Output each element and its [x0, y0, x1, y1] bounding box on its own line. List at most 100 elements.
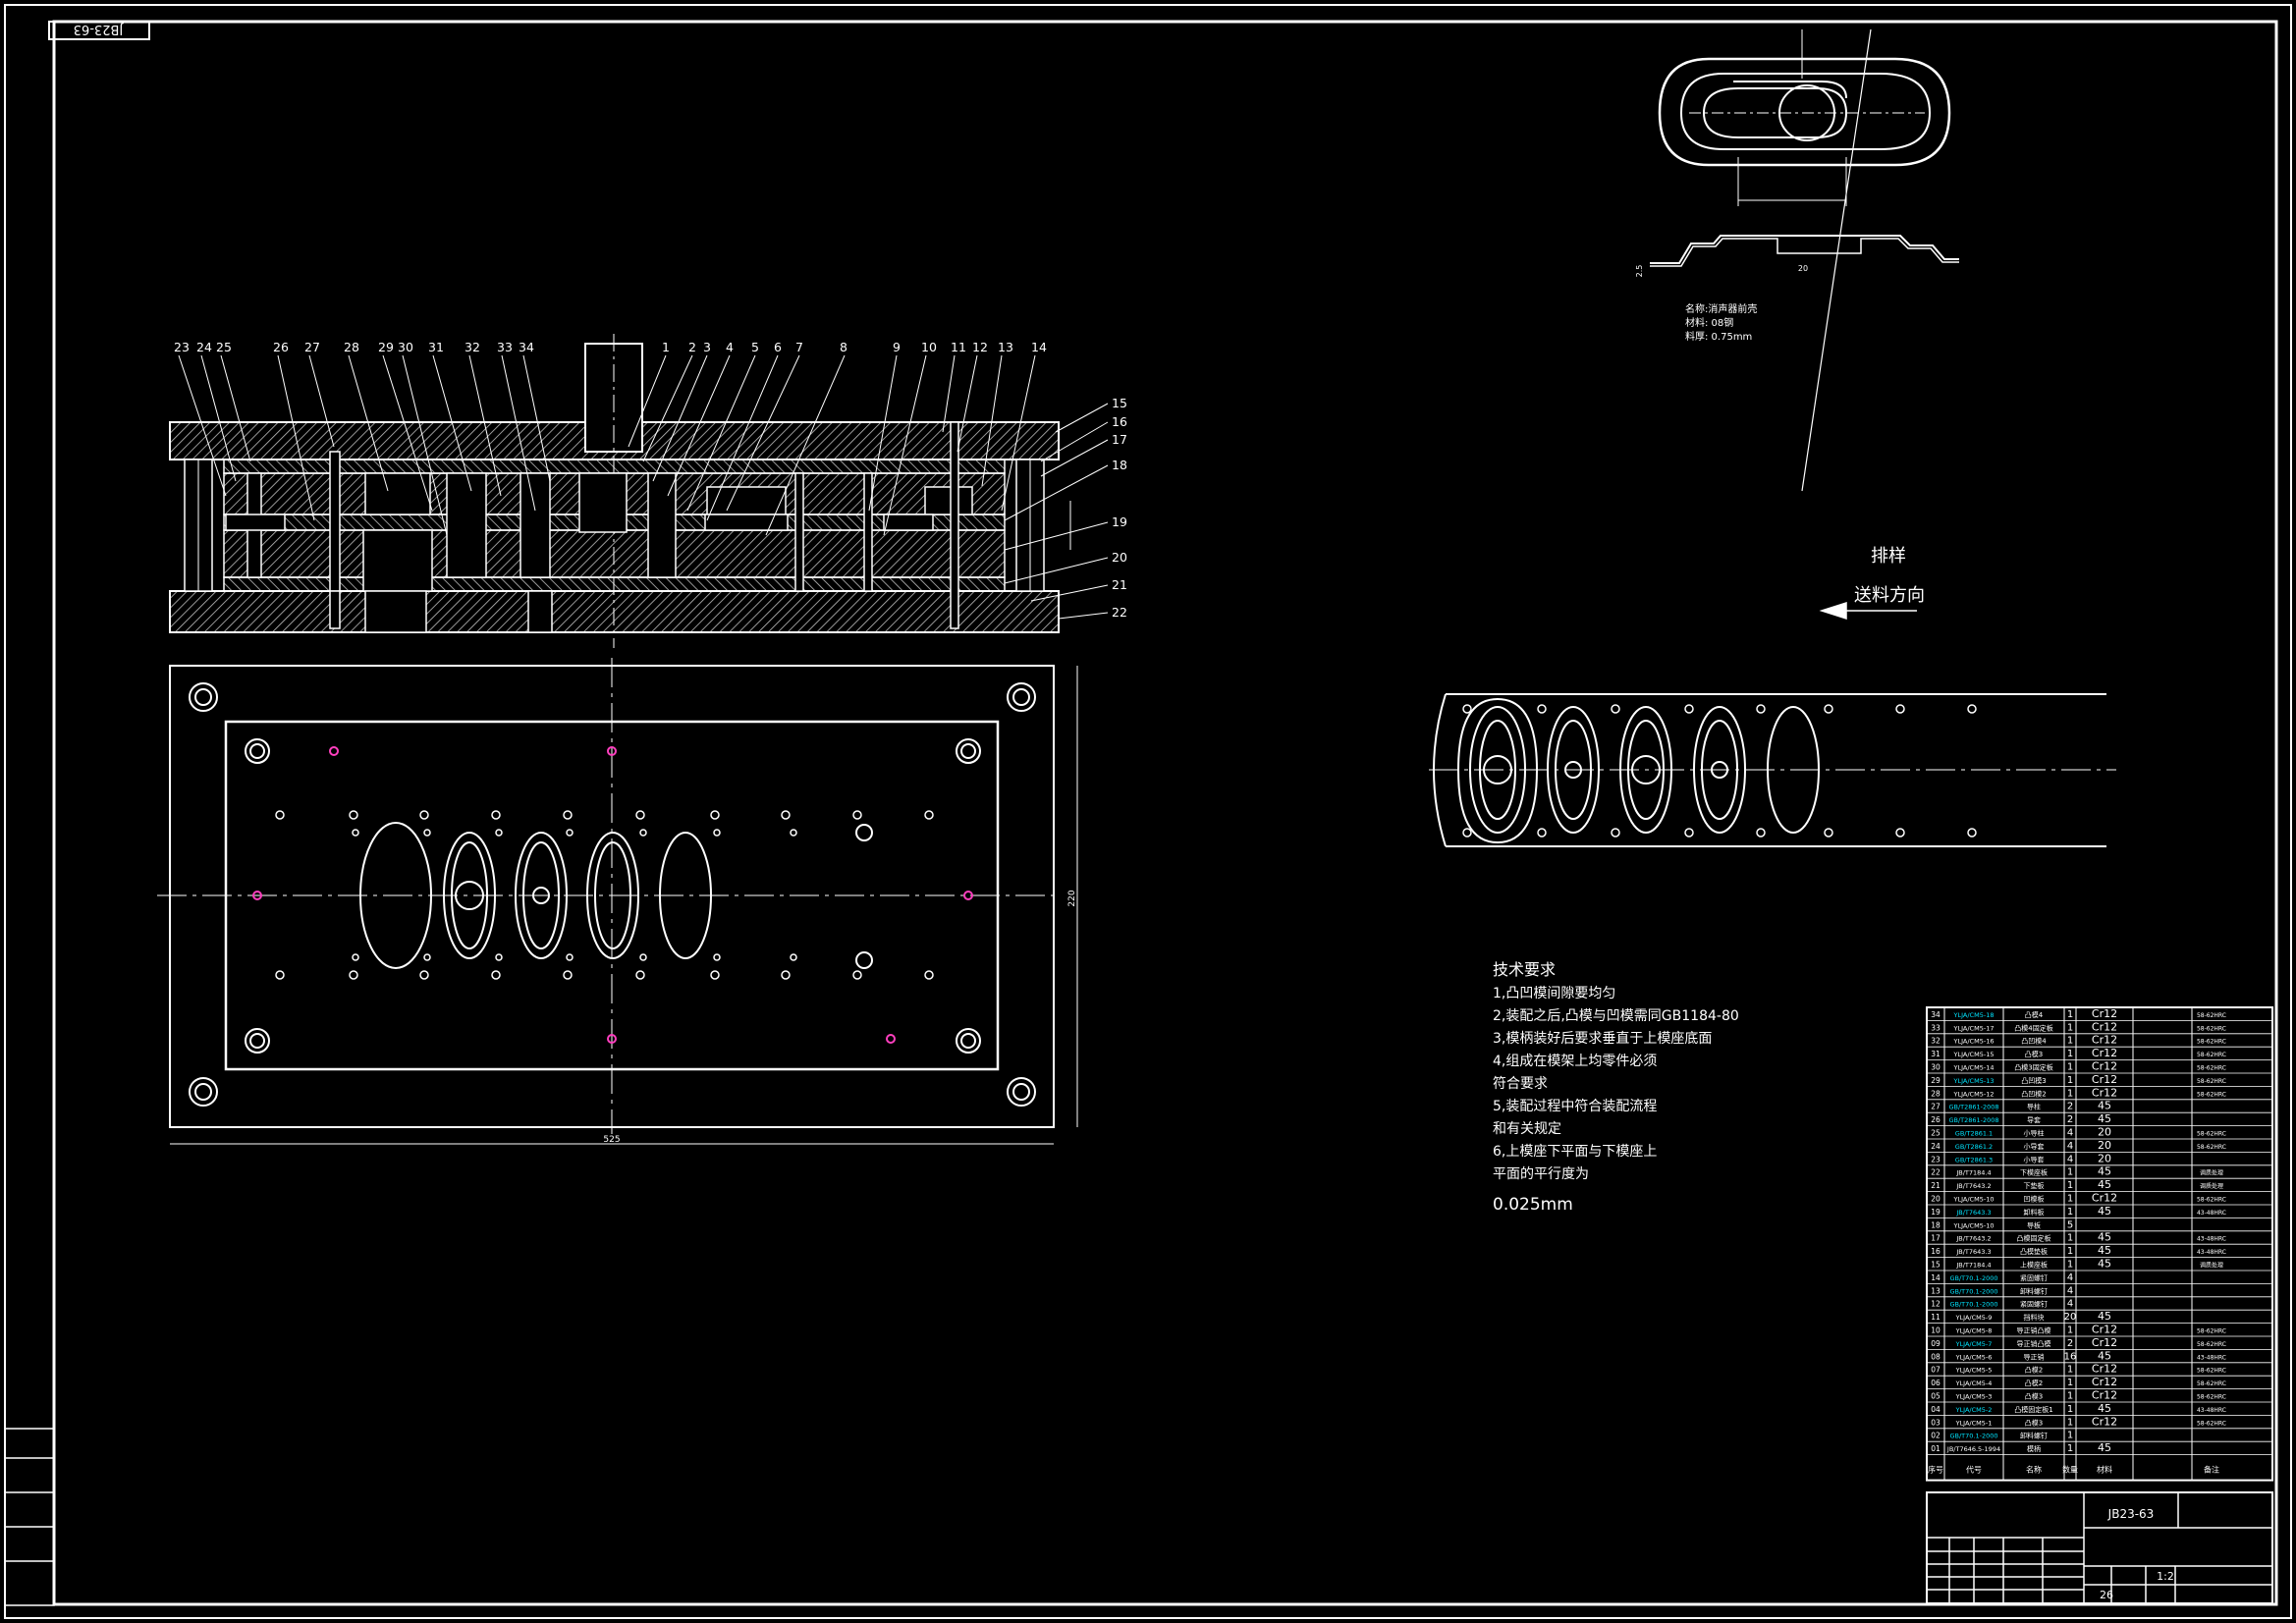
bom-no: 25 — [1931, 1129, 1941, 1138]
bom-no: 26 — [1931, 1115, 1941, 1124]
bom-name: 凸模垫板 — [2020, 1247, 2048, 1256]
balloon: 7 — [795, 340, 803, 354]
bom-note: 58-62HRC — [2197, 1012, 2226, 1019]
bom-code: YLJA/CM5-7 — [1955, 1340, 1993, 1348]
bom-code: GB/T70.1-2000 — [1949, 1433, 1997, 1440]
bom-qty: 1 — [2067, 1194, 2073, 1205]
bom-no: 22 — [1931, 1168, 1941, 1177]
balloon: 27 — [304, 340, 320, 354]
left-strip — [4, 1428, 55, 1606]
bom-material: Cr12 — [2092, 1376, 2117, 1388]
bom-material: 45 — [2098, 1310, 2111, 1323]
bom-code: YLJA/CM5-15 — [1953, 1051, 1995, 1058]
leader-lines-right — [1004, 403, 1109, 620]
bom-no: 19 — [1931, 1208, 1941, 1217]
bom-note: 43-48HRC — [2197, 1236, 2226, 1243]
balloon: 12 — [972, 340, 988, 354]
bom-name: 下垫板 — [2024, 1181, 2045, 1190]
bom-code: YLJA/CM5-18 — [1953, 1011, 1995, 1019]
drawing-scale: 1:2 — [2157, 1570, 2174, 1583]
bom-no: 15 — [1931, 1261, 1941, 1270]
bom-material: Cr12 — [2092, 1389, 2117, 1402]
bom-material: 45 — [2098, 1178, 2111, 1191]
bom-qty: 16 — [2064, 1351, 2077, 1362]
bom-code: JB/T7643.2 — [1955, 1235, 1991, 1243]
bom-note: 58-62HRC — [2197, 1091, 2226, 1098]
bom-qty: 1 — [2067, 1431, 2073, 1441]
tech-line: 4,组成在模架上均零件必须 — [1493, 1054, 1657, 1069]
feed-direction: 送料方向 — [1854, 585, 1925, 606]
sheet-count: 26 — [2100, 1589, 2113, 1601]
bom-material: Cr12 — [2092, 1020, 2117, 1033]
bom-name: 凸模4 — [2025, 1010, 2044, 1019]
bom-qty: 1 — [2067, 1365, 2073, 1376]
balloon: 19 — [1112, 514, 1127, 529]
bom-code: YLJA/CM5-1 — [1955, 1419, 1993, 1427]
assembly-section — [169, 334, 1060, 648]
outer-border — [4, 4, 2292, 1619]
inner-border — [52, 20, 2278, 1606]
bom-code: YLJA/CM5-17 — [1953, 1024, 1995, 1032]
part-thickness: 料厚: 0.75mm — [1685, 330, 1752, 343]
part-info: 名称:消声器前壳 材料: 08钢 料厚: 0.75mm — [1685, 302, 1757, 343]
bom-no: 31 — [1931, 1050, 1941, 1058]
bom-code: YLJA/CM5-5 — [1955, 1367, 1993, 1375]
bom-code: GB/T2861.1 — [1955, 1130, 1993, 1138]
bom-code: YLJA/CM5-10 — [1953, 1196, 1995, 1204]
balloon: 13 — [998, 340, 1013, 354]
plan-width-dim: 525 — [603, 1135, 620, 1145]
bom-no: 21 — [1931, 1181, 1941, 1190]
bom-qty: 2 — [2067, 1114, 2073, 1125]
balloon: 32 — [465, 340, 480, 354]
bom-material: 45 — [2098, 1258, 2111, 1271]
balloon: 9 — [893, 340, 901, 354]
tech-line: 3,模柄装好后要求垂直于上模座底面 — [1493, 1030, 1712, 1047]
balloon: 29 — [378, 340, 394, 354]
bom-code: YLJA/CM5-9 — [1955, 1314, 1993, 1322]
tech-line: 平面的平行度为 — [1493, 1166, 1589, 1182]
balloon: 2 — [688, 340, 696, 354]
bom-note: 58-62HRC — [2197, 1025, 2226, 1032]
bom-material: Cr12 — [2092, 1073, 2117, 1086]
bom-name: 导正销凸模 — [2017, 1339, 2051, 1348]
bom-name: 凸模3 — [2025, 1418, 2043, 1427]
balloon: 21 — [1112, 577, 1127, 592]
bom-material: 45 — [2098, 1231, 2111, 1244]
bom-material: Cr12 — [2092, 1192, 2117, 1205]
bom-code: JB/T7643.3 — [1955, 1209, 1991, 1217]
bom-no: 03 — [1931, 1418, 1941, 1427]
bom-note: 43-48HRC — [2197, 1249, 2226, 1256]
bom-name: 凸模4固定板 — [2014, 1023, 2052, 1032]
bom-name: 卸料螺钉 — [2020, 1432, 2048, 1440]
bom-no: 27 — [1931, 1103, 1941, 1111]
bom-note: 58-62HRC — [2197, 1380, 2226, 1387]
bom-no: 01 — [1931, 1444, 1941, 1453]
bom-material: Cr12 — [2092, 1336, 2117, 1349]
bom-material: 45 — [2098, 1244, 2111, 1257]
tech-line: 符合要求 — [1493, 1076, 1548, 1092]
tech-line: 5,装配过程中符合装配流程 — [1493, 1099, 1657, 1114]
bom-name: 导板 — [2027, 1220, 2041, 1229]
balloon: 14 — [1031, 340, 1047, 354]
bom-material: Cr12 — [2092, 1034, 2117, 1047]
balloon: 10 — [921, 340, 937, 354]
bom-no: 20 — [1931, 1195, 1941, 1204]
bom-no: 11 — [1931, 1313, 1941, 1322]
bom-code: GB/T2861-2008 — [1948, 1104, 1998, 1111]
bom-name: 凸模3固定板 — [2014, 1063, 2052, 1072]
bom-qty: 4 — [2067, 1128, 2073, 1139]
bom-no: 04 — [1931, 1405, 1941, 1414]
bom-name: 挡料块 — [2024, 1313, 2045, 1322]
part-name: 名称:消声器前壳 — [1685, 302, 1757, 315]
technical-requirements: 技术要求 1,凸凹模间隙要均匀 2,装配之后,凸模与凹模需同GB1184-80 … — [1493, 960, 1739, 1215]
bom-name: 凸模固定板 — [2017, 1234, 2051, 1243]
bom-name: 导正销凸模 — [2017, 1326, 2051, 1335]
bom-header: 数量 — [2062, 1465, 2078, 1475]
bom-qty: 4 — [2067, 1285, 2073, 1296]
bom-material: 45 — [2098, 1205, 2111, 1217]
bom-qty: 2 — [2067, 1102, 2073, 1112]
bom-code: YLJA/CM5-4 — [1955, 1380, 1993, 1387]
bom-no: 24 — [1931, 1142, 1941, 1151]
bom-material: 45 — [2098, 1165, 2111, 1178]
